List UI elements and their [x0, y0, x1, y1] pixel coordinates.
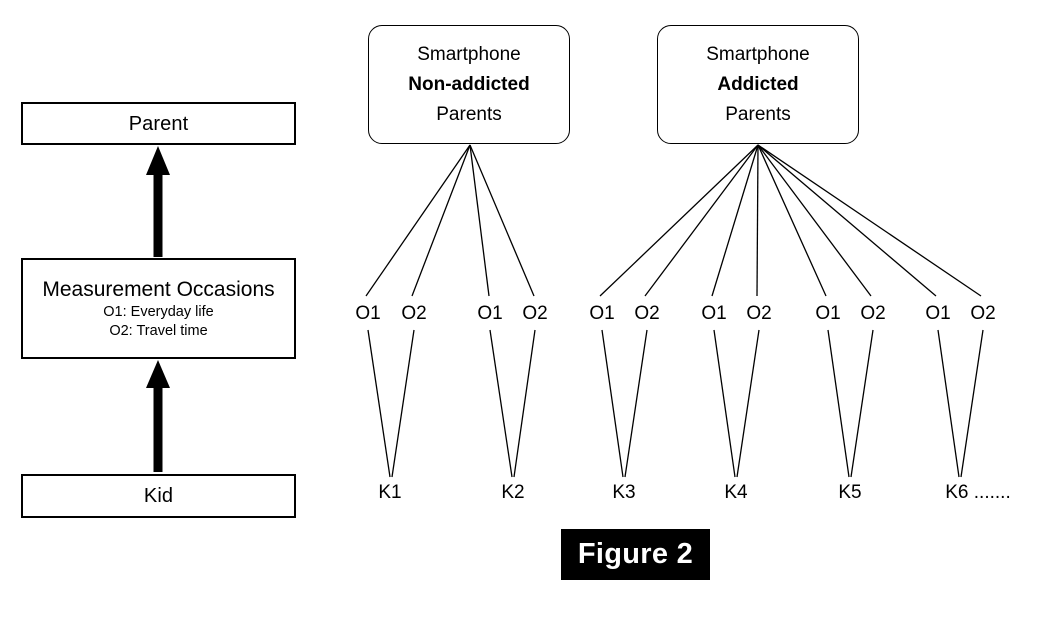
legend-arrow-kid-to-measurement	[146, 360, 170, 472]
legend-measurement-title: Measurement Occasions	[42, 277, 275, 301]
legend-kid-label: Kid	[143, 485, 174, 507]
child-label: K1	[378, 482, 402, 503]
child-label: K4	[724, 482, 748, 503]
occasion-label: O1	[477, 303, 503, 324]
occasion-label: O1	[355, 303, 381, 324]
occasion-label: O1	[589, 303, 615, 324]
group-box-nonaddicted-parents: Smartphone Non-addicted Parents	[368, 25, 570, 144]
edges-addicted-to-occasions	[599, 144, 982, 297]
legend-measurement-o1: O1: Everyday life	[103, 303, 214, 320]
group-addicted-line3: Parents	[725, 103, 791, 125]
group-nonaddicted-line2: Non-addicted	[408, 73, 530, 95]
legend-arrow-measurement-to-parent	[146, 146, 170, 257]
occasion-label: O2	[860, 303, 886, 324]
group-addicted-line1: Smartphone	[706, 43, 810, 65]
child-label: K2	[501, 482, 525, 503]
group-box-addicted-parents: Smartphone Addicted Parents	[657, 25, 859, 144]
figure-caption-text: Figure 2	[577, 538, 694, 570]
legend-parent-label: Parent	[128, 112, 189, 135]
child-label: K5	[838, 482, 862, 503]
occasion-label: O2	[970, 303, 996, 324]
legend-measurement-o2: O2: Travel time	[109, 322, 208, 339]
occasion-label: O1	[815, 303, 841, 324]
child-label: K3	[612, 482, 636, 503]
occasion-label: O2	[522, 303, 548, 324]
edges-nonaddicted-to-occasions	[365, 144, 535, 297]
occasion-label: O1	[925, 303, 951, 324]
edges-occasions-to-children	[367, 329, 984, 478]
group-nonaddicted-line1: Smartphone	[417, 43, 521, 65]
occasion-label: O2	[401, 303, 427, 324]
legend-box-measurement-occasions: Measurement Occasions O1: Everyday life …	[21, 258, 296, 359]
legend-box-kid: Kid	[21, 474, 296, 518]
child-label: K6 .......	[945, 482, 1011, 503]
legend-box-parent: Parent	[21, 102, 296, 145]
occasion-label: O2	[746, 303, 772, 324]
group-nonaddicted-line3: Parents	[436, 103, 502, 125]
figure-caption: Figure 2	[561, 529, 710, 580]
group-addicted-line2: Addicted	[717, 73, 799, 95]
occasion-label: O1	[701, 303, 727, 324]
occasion-label: O2	[634, 303, 660, 324]
